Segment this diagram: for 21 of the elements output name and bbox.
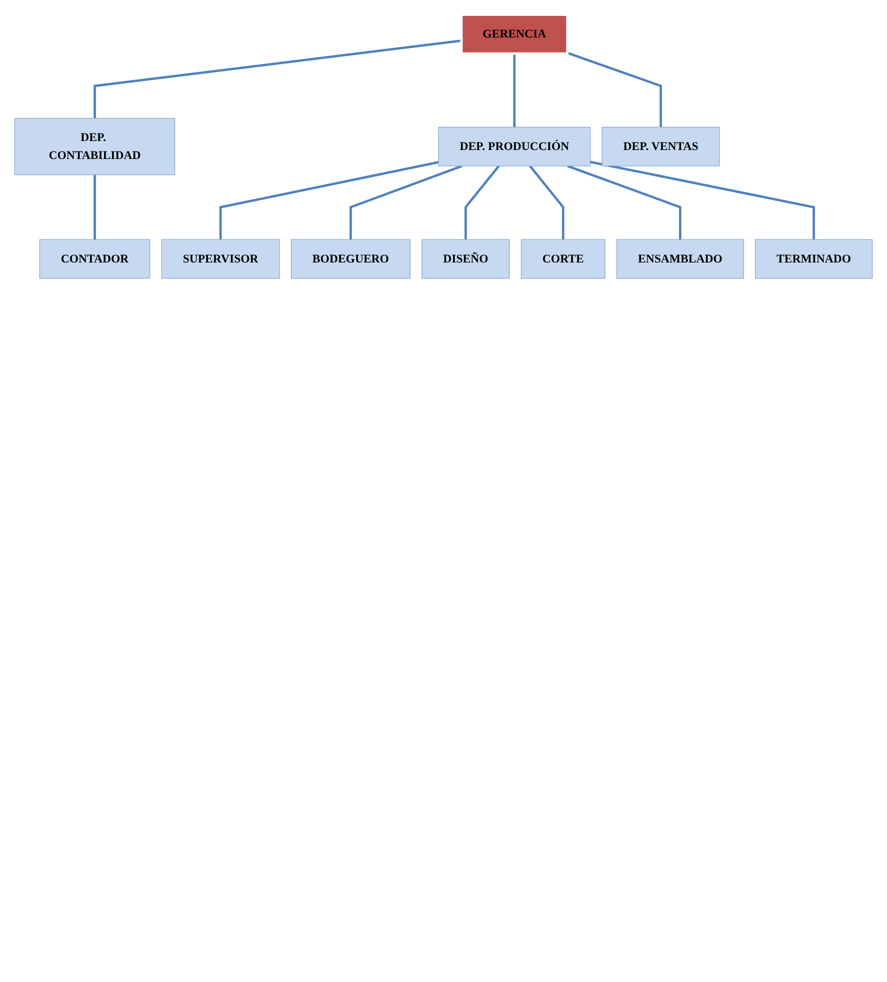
connector bbox=[566, 52, 662, 128]
connector bbox=[94, 40, 462, 118]
connector bbox=[529, 165, 564, 240]
connector bbox=[350, 164, 462, 240]
node-box: DEP. CONTABILIDAD bbox=[14, 118, 176, 176]
connector bbox=[590, 160, 815, 240]
node-box: DEP. PRODUCCIÓN bbox=[438, 126, 591, 166]
connector bbox=[567, 164, 682, 240]
node-box: SUPERVISOR bbox=[161, 239, 280, 279]
connector bbox=[219, 161, 439, 240]
node-box: ENSAMBLADO bbox=[616, 239, 744, 279]
connector bbox=[464, 165, 500, 240]
node-box: DEP. VENTAS bbox=[602, 126, 720, 166]
node-box: CORTE bbox=[520, 239, 606, 279]
node-box: GERENCIA bbox=[460, 14, 568, 55]
connector bbox=[513, 54, 516, 128]
node-box: CONTADOR bbox=[39, 239, 150, 279]
node-box: BODEGUERO bbox=[290, 239, 410, 279]
node-box: DISEÑO bbox=[422, 239, 510, 279]
connector bbox=[94, 174, 96, 240]
node-box: TERMINADO bbox=[755, 239, 873, 279]
